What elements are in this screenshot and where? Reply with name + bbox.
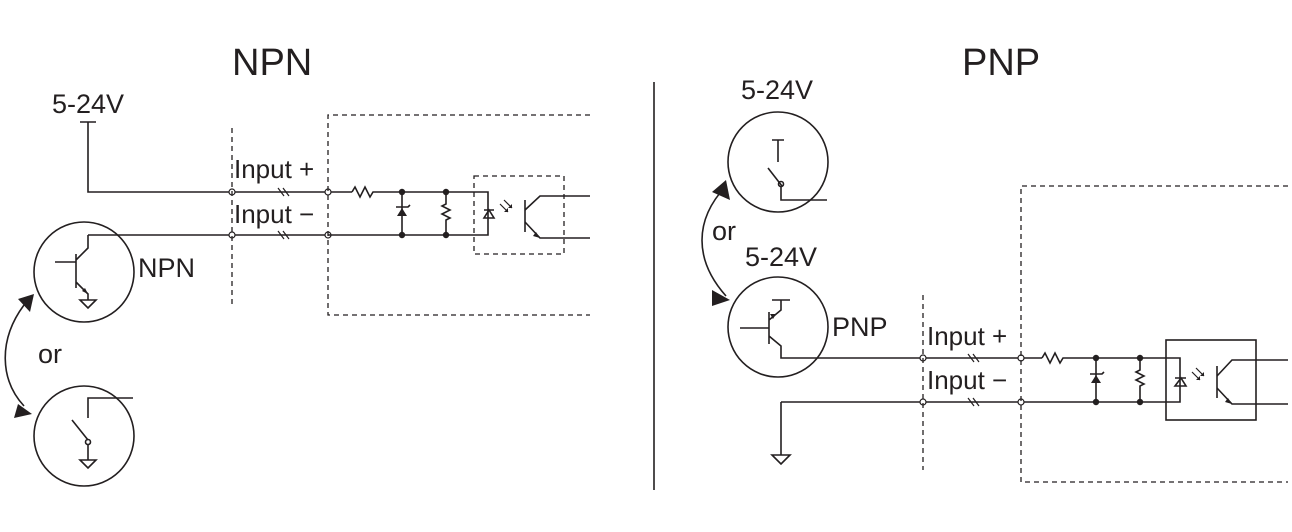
npn-junction-dot [398,231,406,239]
pnp-or-arrow [701,180,730,306]
npn-series-resistor [351,185,474,199]
pnp-junction-dot [1092,354,1100,362]
pnp-supply-label-transistor: 5-24V [745,242,817,272]
pnp-junction-dot [1136,398,1144,406]
npn-shunt-resistor [440,192,452,235]
npn-cable-break-marks [277,187,290,240]
npn-input-minus-label: Input − [234,199,314,229]
npn-junction-dot [442,231,450,239]
pnp-transistor-label: PNP [832,312,888,342]
pnp-shunt-resistor [1134,358,1146,402]
npn-switch-sensor [33,385,135,487]
pnp-series-resistor [1041,351,1166,365]
npn-junction-dot [442,188,450,196]
pnp-title: PNP [962,42,1040,84]
npn-junction-dot [398,188,406,196]
pnp-section: PNP 5-24V 5-24V PNP or [701,42,1288,483]
npn-optocoupler [473,175,590,255]
npn-supply-wire [80,121,232,193]
pnp-transistor-sensor [727,276,921,378]
pnp-junction-dot [1136,354,1144,362]
pnp-junction-dot [1092,398,1100,406]
npn-or-label: or [38,339,62,369]
pnp-input-minus-label: Input − [927,365,1007,395]
npn-zener-diode [396,192,411,235]
pnp-cable-break-marks [967,353,980,407]
pnp-supply-label-switch: 5-24V [741,75,813,105]
pnp-switch-sensor [727,111,829,213]
npn-or-arrow [4,294,34,418]
pnp-optocoupler [1165,339,1288,421]
npn-supply-label: 5-24V [52,89,124,119]
npn-device-box [327,114,590,316]
npn-section: NPN 5-24V Input + Input − [4,42,590,487]
pnp-or-label: or [712,216,736,246]
npn-input-plus-label: Input + [234,154,314,184]
pnp-zener-diode [1090,358,1105,402]
pnp-ground-symbol [770,454,792,466]
pnp-device-box [1020,185,1288,483]
npn-transistor-sensor [33,221,135,323]
npn-transistor-label: NPN [138,253,195,283]
npn-title: NPN [232,42,312,84]
pnp-input-plus-label: Input + [927,321,1007,351]
